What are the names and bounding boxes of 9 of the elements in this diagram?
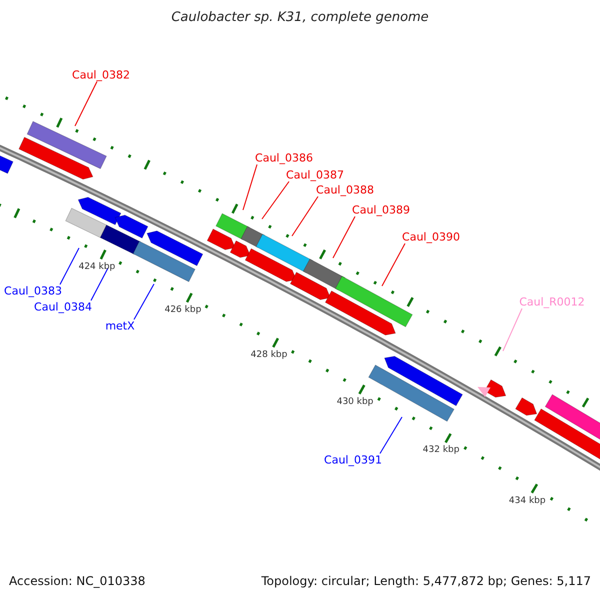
- scale-label: 428 kbp: [250, 350, 288, 360]
- scale-label: 432 kbp: [422, 445, 460, 456]
- accession-text: Accession: NC_010338: [9, 574, 146, 588]
- scale-label: 434 kbp: [508, 496, 546, 506]
- genome-stats-text: Topology: circular; Length: 5,477,872 bp; Genes: 5,117: [261, 574, 591, 588]
- diagram-title: Caulobacter sp. K31, complete genome: [170, 10, 430, 25]
- scale-label: 430 kbp: [336, 396, 374, 407]
- scale-label: 424 kbp: [78, 262, 116, 272]
- scale-label: 426 kbp: [164, 305, 202, 316]
